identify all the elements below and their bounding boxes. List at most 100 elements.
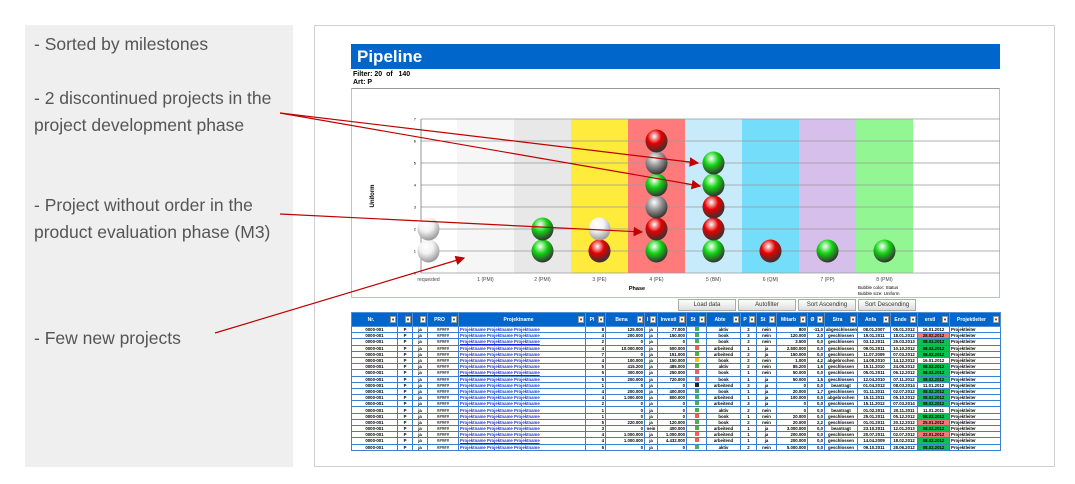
filter-dropdown-icon[interactable]: ▾ xyxy=(679,316,685,323)
filter-dropdown-icon[interactable]: ▾ xyxy=(420,316,426,323)
bubble-ok[interactable] xyxy=(645,173,668,197)
filter-dropdown-icon[interactable]: ▾ xyxy=(451,316,457,323)
table-cell: 07.03.2012 xyxy=(890,350,918,358)
note-without-order: - Project without order in the product e… xyxy=(34,195,271,242)
project-name-link[interactable]: Projektname Projektname Projektname xyxy=(460,388,540,394)
project-name-link[interactable]: Projektname Projektname Projektname xyxy=(460,413,540,419)
bubble-ok[interactable] xyxy=(531,217,554,241)
project-name-link[interactable]: Projektname Projektname Projektname xyxy=(460,327,540,333)
table-cell: abgebrochen xyxy=(824,356,858,365)
filter-dropdown-icon[interactable]: ▾ xyxy=(942,316,948,323)
filter-dropdown-icon[interactable]: ▾ xyxy=(769,316,775,323)
autofilter-button[interactable]: Autofilter xyxy=(738,299,796,311)
project-name-link[interactable]: Projektname Projektname Projektname xyxy=(460,395,540,401)
project-name-link[interactable]: Projektname Projektname Projektname xyxy=(460,351,540,357)
project-name-link[interactable]: Projektname Projektname Projektname xyxy=(460,432,540,438)
bubble-ok[interactable] xyxy=(702,239,725,263)
filter-dropdown-icon[interactable]: ▾ xyxy=(749,316,755,323)
column-header: Pl▾ xyxy=(585,312,606,327)
project-name-link[interactable]: Projektname Projektname Projektname xyxy=(460,401,540,407)
filter-dropdown-icon[interactable]: ▾ xyxy=(699,316,705,323)
filter-dropdown-icon[interactable]: ▾ xyxy=(817,316,823,323)
filter-dropdown-icon[interactable]: ▾ xyxy=(993,316,999,323)
project-name-link[interactable]: Projektname Projektname Projektname xyxy=(460,370,540,376)
bubble-discontinued[interactable] xyxy=(645,195,668,219)
project-name-link[interactable]: Projektname Projektname Projektname xyxy=(460,333,540,339)
bubble-ok[interactable] xyxy=(702,151,725,175)
filter-dropdown-icon[interactable]: ▾ xyxy=(883,316,889,323)
bubble-ok[interactable] xyxy=(531,239,554,263)
bubble-ok[interactable] xyxy=(873,239,896,263)
filter-dropdown-icon[interactable]: ▾ xyxy=(578,316,584,323)
project-name-link[interactable]: Projektname Projektname Projektname xyxy=(460,444,540,450)
project-name-link[interactable]: Projektname Projektname Projektname xyxy=(460,419,540,425)
project-name-link[interactable]: Projektname Projektname Projektname xyxy=(460,426,540,432)
bubble-ok[interactable] xyxy=(645,239,668,263)
table-cell: 10.10.2012 xyxy=(890,344,918,352)
filter-dropdown-icon[interactable]: ▾ xyxy=(405,316,411,323)
filter-dropdown-icon[interactable]: ▾ xyxy=(650,316,656,323)
column-header-label: Anfa xyxy=(864,316,877,323)
project-name-link[interactable]: Projektname Projektname Projektname xyxy=(460,438,540,444)
bubble-critical[interactable] xyxy=(645,217,668,241)
bubble-critical[interactable] xyxy=(702,195,725,219)
filter-dropdown-icon[interactable]: ▾ xyxy=(598,316,604,323)
bubble-critical[interactable] xyxy=(702,217,725,241)
bubble-new[interactable] xyxy=(417,217,440,241)
project-name-cell[interactable]: Projektname Projektname Projektname xyxy=(458,443,586,451)
sort-descending-button[interactable]: Sort Descending xyxy=(858,299,916,311)
bubble-ok[interactable] xyxy=(702,173,725,197)
bubble-critical[interactable] xyxy=(645,129,668,153)
project-name-link[interactable]: Projektname Projektname Projektname xyxy=(460,364,540,370)
sort-ascending-button[interactable]: Sort Ascending xyxy=(798,299,856,311)
filter-dropdown-icon[interactable]: ▾ xyxy=(910,316,916,323)
bubble-new[interactable] xyxy=(417,239,440,263)
filter-dropdown-icon[interactable]: ▾ xyxy=(800,316,806,323)
table-cell: ja xyxy=(644,443,658,451)
column-header-label: erstl xyxy=(924,316,936,323)
column-header-content: St▾ xyxy=(687,314,706,326)
project-name-link[interactable]: Projektname Projektname Projektname xyxy=(460,345,540,351)
status-dot-icon xyxy=(694,358,699,363)
filter-dropdown-icon[interactable]: ▾ xyxy=(390,316,396,323)
table-cell: 18.01.2012 xyxy=(890,332,918,340)
project-name-link[interactable]: Projektname Projektname Projektname xyxy=(460,376,540,382)
bubble-new[interactable] xyxy=(588,217,611,241)
filter-dropdown-icon[interactable]: ▾ xyxy=(850,316,856,323)
load-data-button[interactable]: Load data xyxy=(678,299,736,311)
project-name-link[interactable]: Projektname Projektname Projektname xyxy=(460,382,540,388)
bubble-critical[interactable] xyxy=(759,239,782,263)
table-cell: 02.07.2012 xyxy=(890,431,918,439)
bubble-ok[interactable] xyxy=(816,239,839,263)
bubble-legend: Bubble size: Uniform xyxy=(858,291,900,296)
x-tick-label: 3 (PE) xyxy=(592,277,607,283)
bubble-discontinued[interactable] xyxy=(645,151,668,175)
project-name-link[interactable]: Projektname Projektname Projektname xyxy=(460,358,540,364)
project-name-link[interactable]: Projektname Projektname Projektname xyxy=(460,407,540,413)
filter-art: Art: P xyxy=(353,79,373,86)
bubble-critical[interactable] xyxy=(588,239,611,263)
filter-dropdown-icon[interactable]: ▾ xyxy=(637,316,643,323)
table-cell: ja xyxy=(412,443,428,451)
project-name-link[interactable]: Projektname Projektname Projektname xyxy=(460,339,540,345)
filter-dropdown-icon[interactable]: ▾ xyxy=(733,316,739,323)
bubble-legend: Bubble color: Status xyxy=(858,285,899,290)
